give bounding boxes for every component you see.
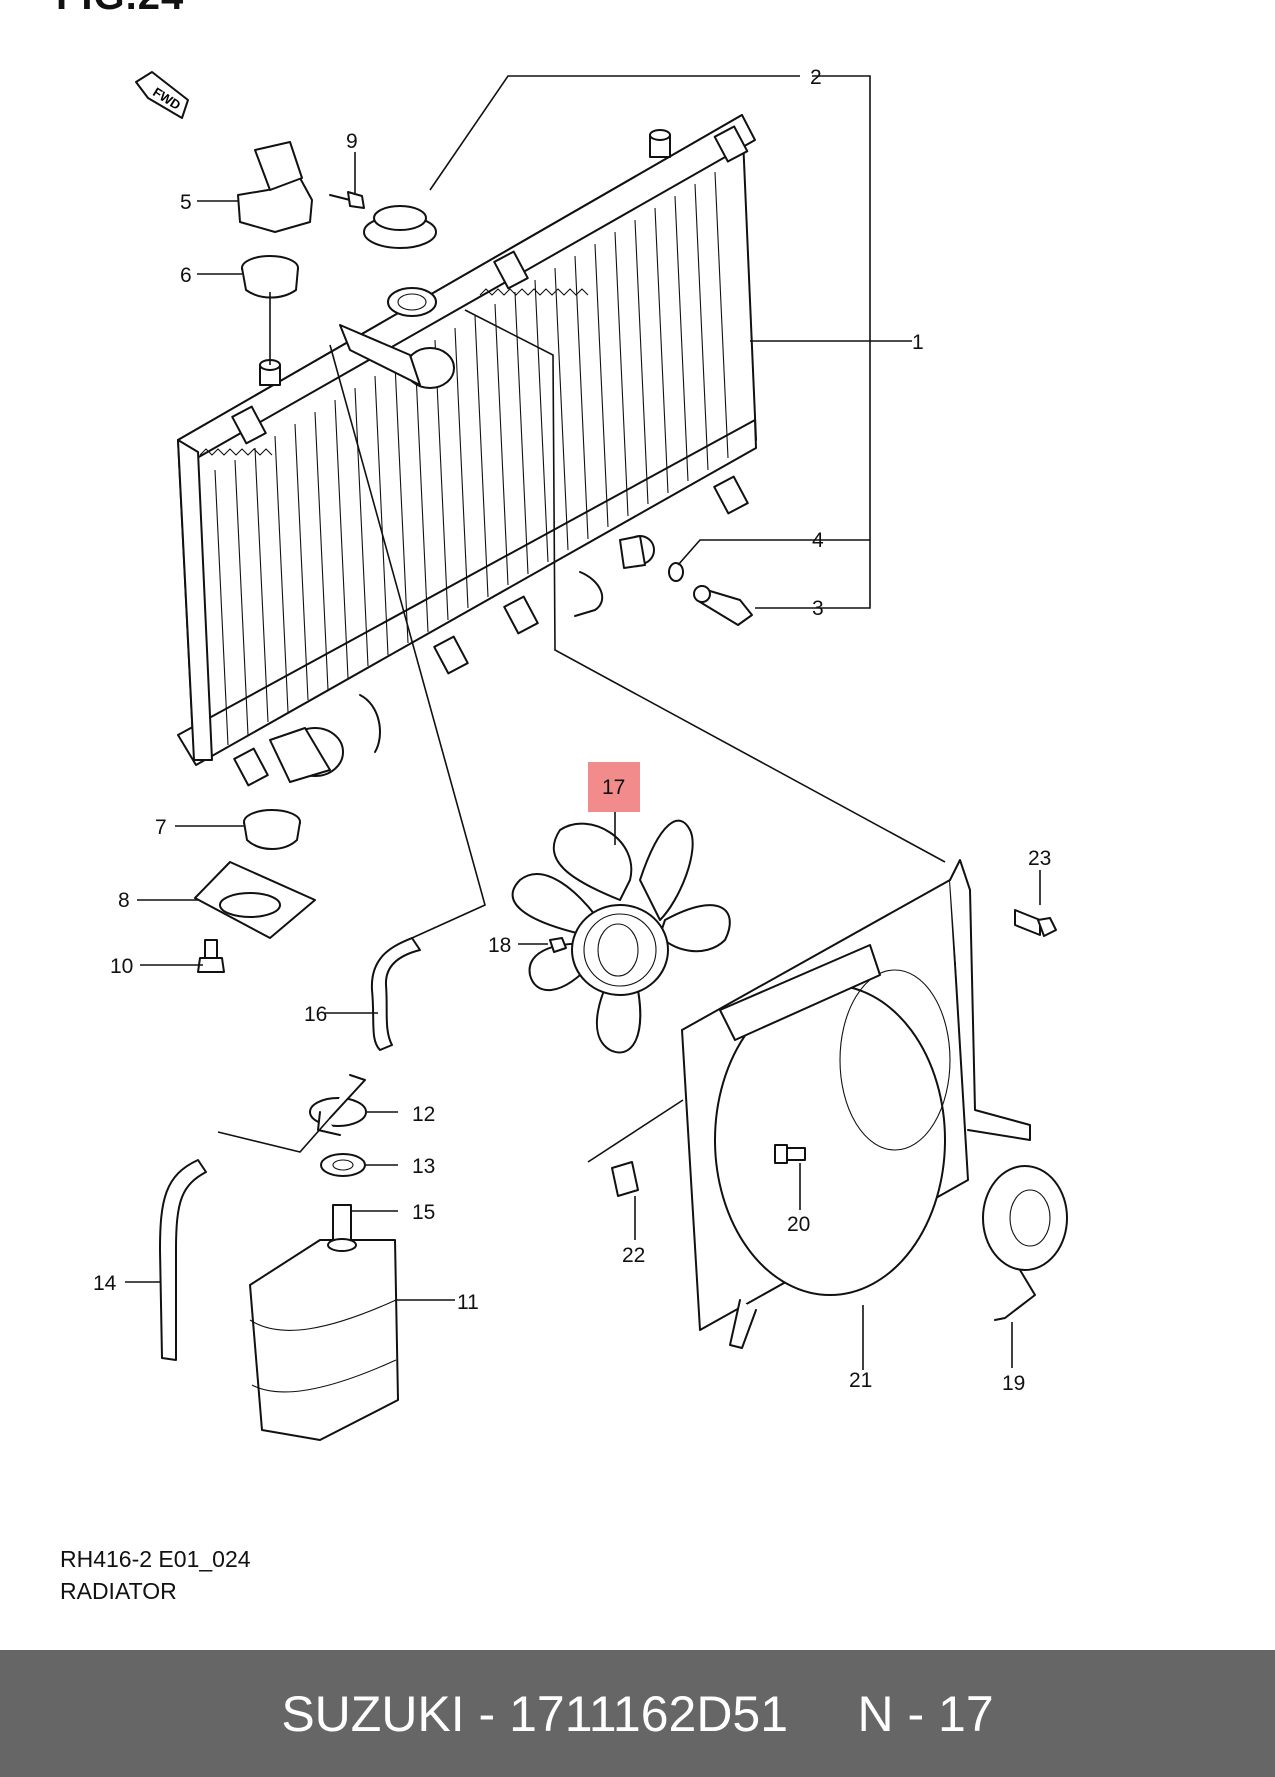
reservoir-hose	[159, 1159, 207, 1361]
radiator-core	[177, 114, 757, 787]
diagram-name: RADIATOR	[60, 1578, 177, 1604]
fan-nut	[549, 937, 567, 953]
fwd-arrow-icon: FWD	[135, 71, 189, 119]
callout-21: 21	[849, 1369, 872, 1392]
bolt-23	[1014, 909, 1057, 937]
callout-22: 22	[622, 1244, 645, 1267]
bolt-20	[774, 1144, 806, 1164]
leader-lines	[125, 75, 1041, 1370]
part-17-highlight	[588, 762, 640, 812]
callout-5: 5	[180, 191, 192, 214]
o-ring	[668, 562, 684, 582]
lower-cushion	[243, 809, 301, 850]
upper-bracket	[237, 141, 313, 233]
callout-20: 20	[787, 1213, 810, 1236]
callout-4: 4	[812, 529, 824, 552]
callout-11: 11	[457, 1291, 479, 1314]
upper-mount-pin	[259, 359, 281, 386]
bolt-9	[329, 191, 365, 209]
callout-3: 3	[812, 597, 824, 620]
clip-22	[611, 1161, 639, 1197]
callout-19: 19	[1002, 1372, 1025, 1395]
callout-17: 17	[602, 776, 625, 799]
lower-bracket	[194, 861, 316, 939]
diagram-code: RH416-2 E01_024	[60, 1546, 251, 1572]
reservoir-tank	[249, 1204, 399, 1441]
callout-7: 7	[155, 816, 167, 839]
callout-numbers: 1 2 3 4 5 6 7 8 9 10 11 12 13 14 15 16 1…	[93, 66, 1051, 1395]
callout-10: 10	[110, 955, 133, 978]
footer-bar: SUZUKI - 1711162D51 N - 17	[0, 1650, 1275, 1777]
callout-13: 13	[412, 1155, 435, 1178]
overflow-hose	[370, 937, 421, 1051]
reservoir-cap	[309, 1074, 367, 1136]
cooling-fan	[511, 819, 731, 1054]
callout-14: 14	[93, 1272, 117, 1295]
callout-12: 12	[412, 1103, 435, 1126]
bolt-10	[197, 939, 225, 973]
callout-15: 15	[412, 1201, 435, 1224]
upper-cushion	[241, 255, 299, 299]
footer-part-number: SUZUKI - 1711162D51 N - 17	[281, 1685, 994, 1742]
radiator-cap	[363, 205, 437, 249]
upper-mount-pin-right	[649, 129, 671, 158]
callout-1: 1	[912, 331, 924, 354]
callout-9: 9	[346, 130, 358, 153]
callout-18: 18	[488, 934, 511, 957]
fan-motor	[982, 1165, 1068, 1321]
callout-2: 2	[810, 66, 822, 89]
callout-6: 6	[180, 264, 192, 287]
figure-title: FIG.24	[56, 0, 184, 19]
callout-23: 23	[1028, 847, 1051, 870]
cap-seal	[320, 1153, 366, 1177]
fan-shroud	[681, 859, 1031, 1349]
callout-8: 8	[118, 889, 130, 912]
fan-thermo-switch	[693, 585, 753, 626]
radiator-exploded-diagram: FWD	[93, 66, 1068, 1441]
callout-16: 16	[304, 1003, 327, 1026]
